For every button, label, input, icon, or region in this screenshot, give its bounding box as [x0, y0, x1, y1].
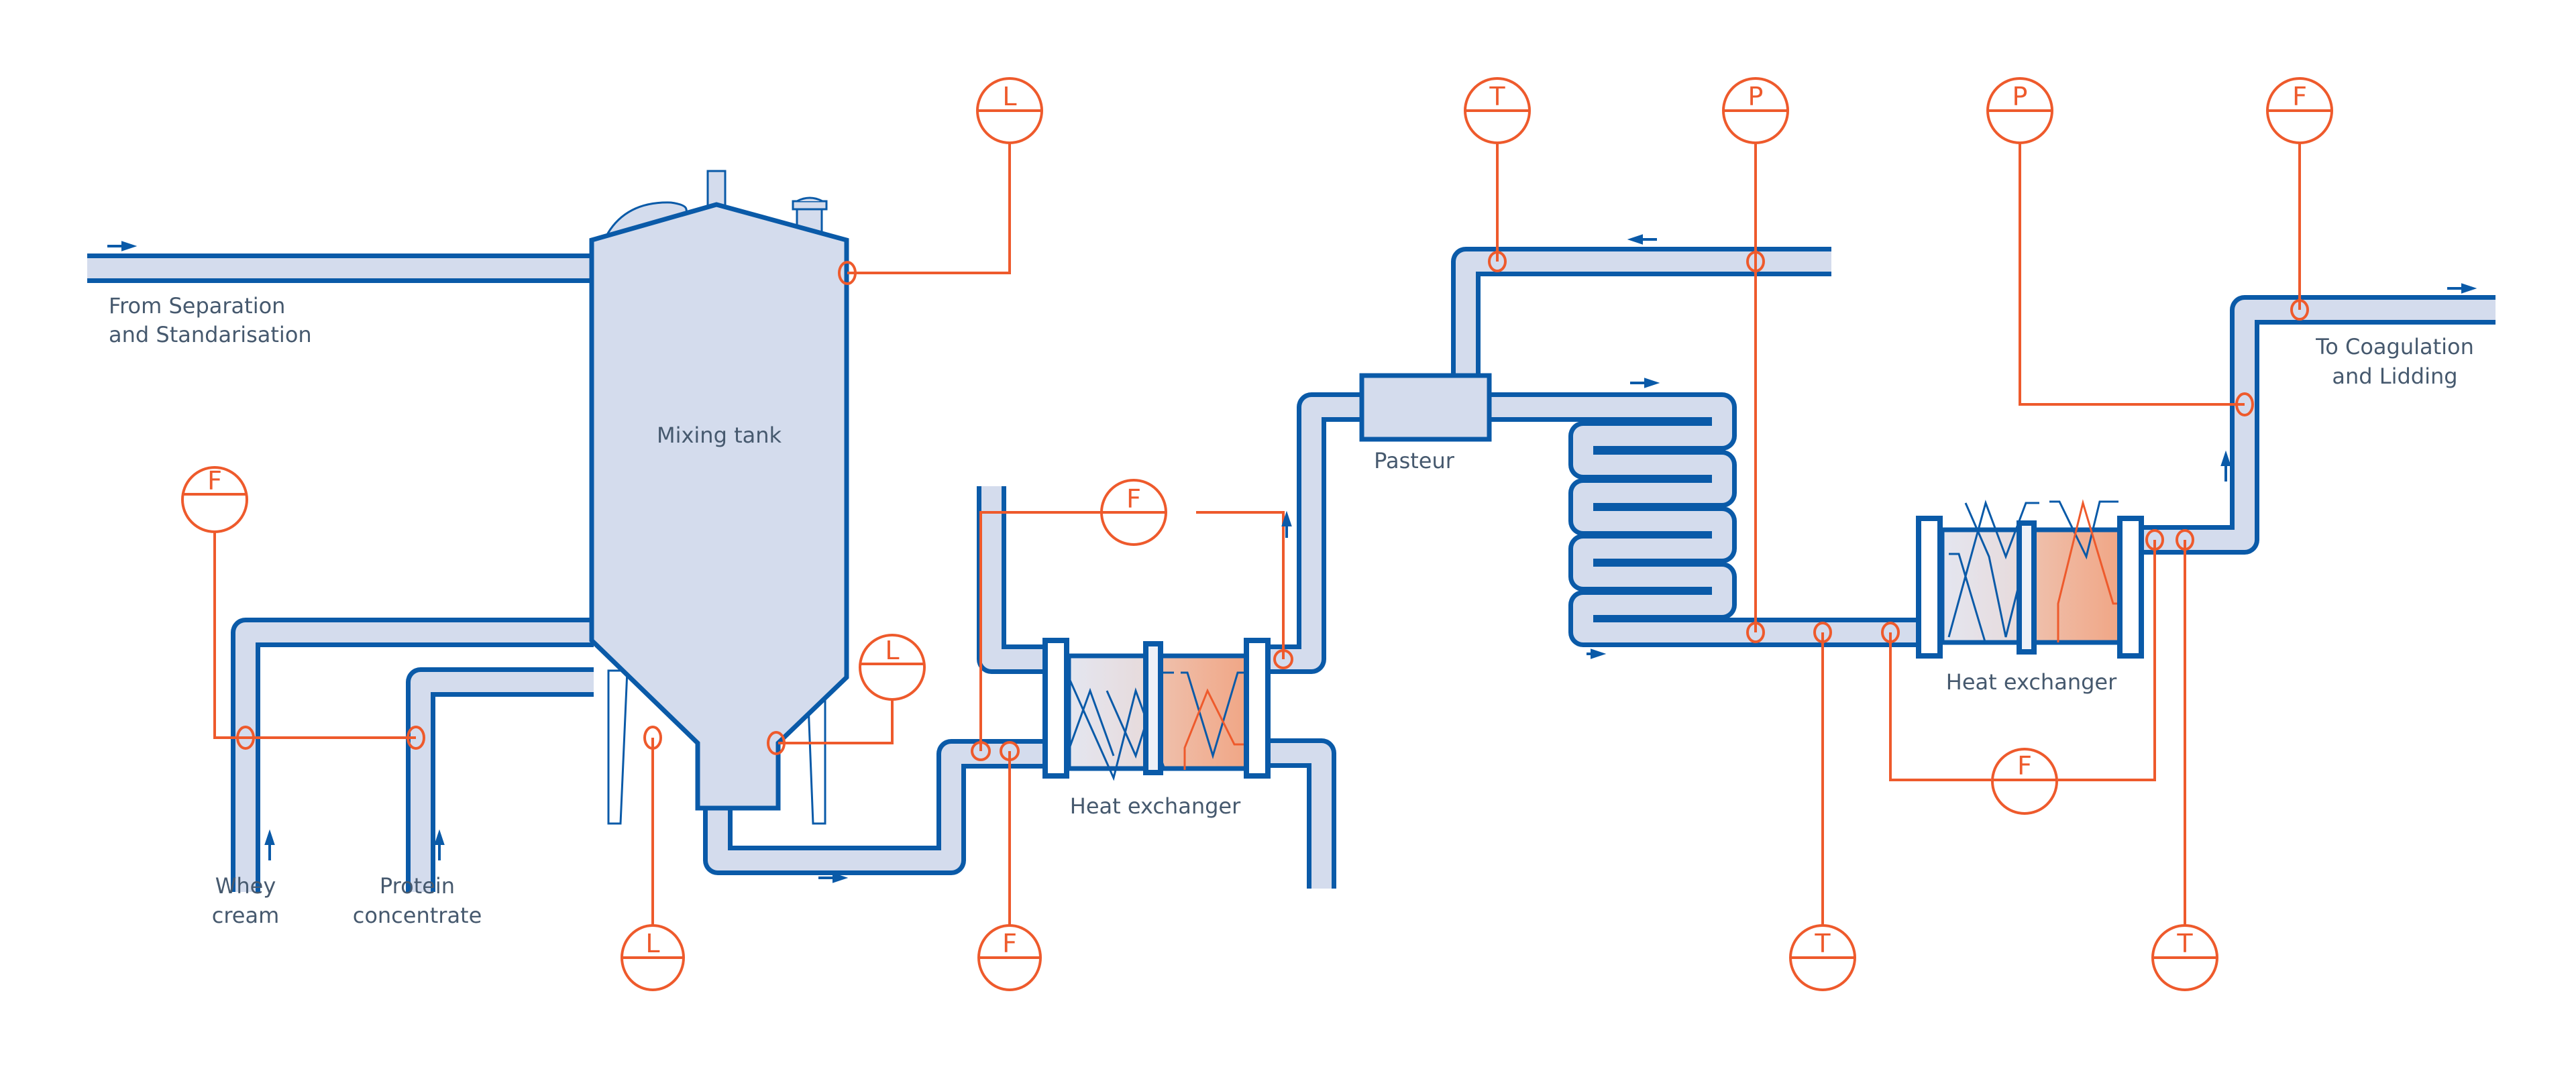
flow-indicator-icon: F	[207, 466, 222, 496]
flow-indicator-icon: F	[2017, 751, 2032, 781]
instrument-T2[interactable]: T	[1789, 924, 1856, 991]
arrow-up-icon	[434, 829, 445, 860]
instrument-L3[interactable]: L	[621, 924, 685, 991]
sensor-taps	[236, 251, 2309, 761]
heat-exchanger-1-label: Heat exchanger	[1070, 793, 1241, 819]
signal-lines	[213, 141, 2301, 934]
tank-leg-left	[607, 669, 629, 825]
pipe-hx1-to-pasteur	[1269, 392, 1362, 674]
label-whey-cream-1: Whey	[215, 873, 276, 899]
label-to-coagulation-1: To Coagulation	[2315, 334, 2474, 359]
temperature-indicator-icon: T	[1814, 929, 1831, 958]
arrow-left-icon	[1627, 234, 1657, 245]
instrument-L2[interactable]: L	[859, 634, 926, 701]
pipe-pasteur-return	[1451, 247, 1831, 376]
heat-exchanger-2: Heat exchanger	[1916, 499, 2144, 695]
arrow-up-icon	[2220, 450, 2231, 482]
arrow-right-icon	[818, 872, 849, 883]
instrument-F5[interactable]: F	[1991, 748, 2058, 815]
level-indicator-icon: L	[885, 636, 899, 665]
instrument-F1[interactable]: F	[181, 466, 248, 533]
mixing-tank: Mixing tank	[589, 170, 849, 825]
pasteur-unit: Pasteur	[1359, 373, 1492, 473]
arrow-up-icon	[264, 829, 275, 860]
arrow-right-icon	[1630, 378, 1660, 388]
label-protein-1: Protein	[380, 873, 455, 899]
instrument-F3[interactable]: F	[977, 924, 1042, 991]
heat-exchanger-1: Heat exchanger	[1042, 638, 1271, 819]
pressure-indicator-icon: P	[1748, 82, 1764, 111]
pipe-holding-tube	[1489, 392, 1919, 647]
label-from-separation-2: and Standarisation	[109, 322, 312, 347]
arrow-right-icon	[1587, 648, 1607, 659]
temperature-indicator-icon: T	[1489, 82, 1505, 111]
instrument-F2[interactable]: F	[1100, 479, 1167, 546]
instrument-F4[interactable]: F	[2266, 77, 2333, 144]
label-to-coagulation-2: and Lidding	[2332, 363, 2457, 389]
pipe-hx1-return-up	[977, 486, 1046, 674]
arrow-right-icon	[107, 241, 138, 251]
heat-exchanger-2-label: Heat exchanger	[1946, 669, 2117, 695]
instrument-L1[interactable]: L	[976, 77, 1043, 144]
instrument-P1[interactable]: P	[1722, 77, 1789, 144]
pipe-tank-to-hx1	[703, 739, 1046, 875]
arrow-right-icon	[2447, 283, 2477, 294]
label-whey-cream-2: cream	[212, 903, 280, 928]
level-indicator-icon: L	[645, 929, 659, 958]
flow-arrows	[107, 234, 2477, 883]
arrow-up-icon	[1281, 510, 1292, 538]
pressure-indicator-icon: P	[2012, 82, 2028, 111]
label-protein-2: concentrate	[353, 903, 482, 928]
pasteur-label: Pasteur	[1374, 448, 1455, 473]
label-from-separation-1: From Separation	[109, 293, 285, 319]
instrument-T1[interactable]: T	[1464, 77, 1531, 144]
level-indicator-icon: L	[1002, 82, 1016, 111]
pipe-protein-concentrate	[406, 667, 594, 892]
instrument-T3[interactable]: T	[2151, 924, 2218, 991]
flow-indicator-icon: F	[2292, 82, 2307, 111]
flow-indicator-icon: F	[1126, 484, 1141, 514]
pipe-whey-cream	[231, 618, 594, 892]
mixing-tank-label: Mixing tank	[657, 422, 782, 448]
stream-labels: From Separation and Standarisation Whey …	[109, 293, 2474, 928]
instrument-P2[interactable]: P	[1986, 77, 2053, 144]
temperature-indicator-icon: T	[2176, 929, 2193, 958]
flow-indicator-icon: F	[1002, 929, 1017, 958]
pipe-hx1-outlet-down	[1269, 738, 1336, 889]
